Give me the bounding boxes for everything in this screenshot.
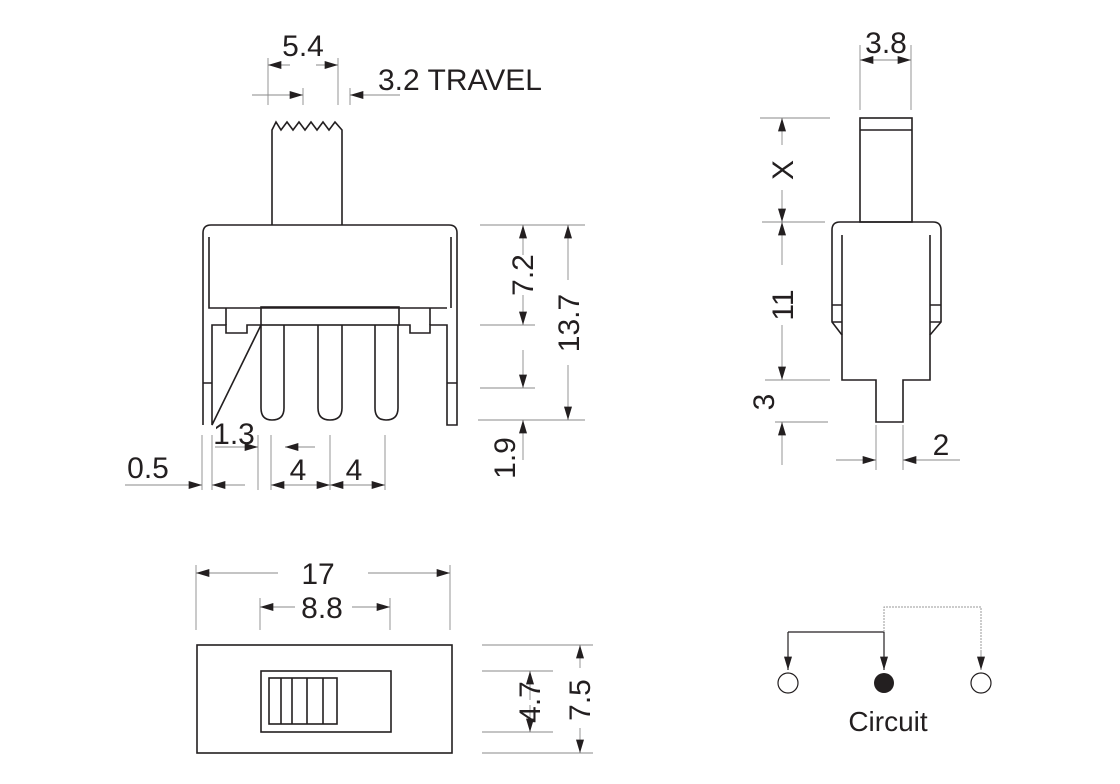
body-outline	[202, 224, 458, 426]
terminal-open-icon	[970, 672, 992, 694]
terminal-common-icon	[874, 673, 894, 693]
top-view: 17 8.8 4.7 7.5	[195, 558, 597, 754]
dim-leg-thickness: 0.5	[127, 452, 169, 485]
pin	[317, 325, 343, 421]
dim-pin-extension: 1.9	[489, 437, 522, 479]
housing-top	[196, 644, 453, 754]
dim-actuator-width: 5.4	[282, 30, 324, 63]
slot	[260, 670, 392, 733]
dim-body-height: 7.2	[507, 254, 540, 296]
dim-length: 17	[301, 558, 334, 591]
dim-width: 7.5	[564, 679, 597, 721]
dim-pin-pitch-1: 4	[290, 454, 307, 487]
dim-actuator-height: X	[767, 160, 800, 180]
dim-slot-length: 8.8	[301, 592, 343, 625]
dim-leg-to-pin: 1.3	[213, 418, 255, 451]
dim-slot-width: 4.7	[514, 681, 547, 723]
dim-actuator-width: 3.8	[865, 27, 907, 60]
pin	[374, 325, 399, 421]
circuit-label: Circuit	[848, 706, 928, 737]
terminal-open-icon	[777, 672, 799, 694]
dim-travel: 3.2 TRAVEL	[378, 64, 542, 97]
actuator	[271, 120, 343, 225]
dim-pin-pitch-2: 4	[346, 454, 363, 487]
dim-pin-width: 2	[933, 429, 950, 462]
slider-base	[260, 306, 400, 326]
pin	[260, 325, 285, 421]
body-outline	[831, 221, 942, 423]
dim-pin-length: 3	[748, 394, 781, 411]
front-view: 5.4 3.2 TRAVEL 7.2 13.7 1.9 0.5 1.3 4 4	[125, 30, 586, 490]
dim-total-height: 13.7	[553, 294, 586, 352]
slider-knob	[268, 677, 338, 725]
circuit-diagram: Circuit	[777, 606, 992, 737]
dim-body-height: 11	[767, 289, 800, 320]
side-view: 3.8 X 11 3 2	[748, 27, 960, 470]
actuator	[859, 117, 913, 223]
